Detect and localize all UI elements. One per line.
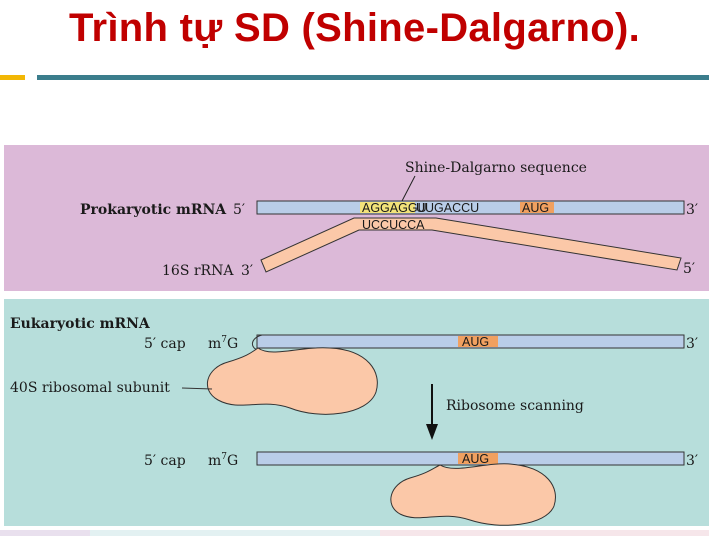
ribosome-40s-top — [207, 347, 378, 415]
eukaryotic-start-codon-bottom: AUG — [462, 452, 489, 466]
sd-sequence: AGGAGGU — [362, 201, 427, 215]
eukaryotic-aug-highlight-bottom — [458, 453, 498, 464]
bottom-strip-right — [380, 530, 709, 536]
eukaryotic-aug-highlight-top — [458, 336, 498, 347]
subunit-label: 40S ribosomal subunit — [10, 380, 170, 396]
rrna-label: 16S rRNA — [162, 263, 234, 279]
eukaryotic-mrna-label: Eukaryotic mRNA — [10, 316, 151, 332]
cap-label-bottom: 5′ cap — [144, 453, 186, 469]
prokaryotic-mrna-outline — [256, 200, 685, 215]
m7g-label-bottom: m7G — [208, 452, 238, 469]
bottom-strip-left — [0, 530, 90, 536]
scanning-arrow-head — [426, 424, 438, 440]
sd-highlight — [360, 202, 415, 213]
prokaryotic-mrna-label: Prokaryotic mRNA — [80, 202, 227, 218]
spacer-sequence: UUGACCU — [416, 201, 479, 215]
prokaryotic-aug-highlight — [520, 202, 554, 213]
slide-title: Trình tự SD (Shine-Dalgarno). — [68, 6, 640, 50]
title-accent-bar — [0, 75, 25, 80]
rrna-three-prime: 3′ — [241, 263, 253, 279]
sd-pointer-line — [401, 175, 416, 202]
prokaryotic-three-prime: 3′ — [686, 202, 698, 218]
cap-label-top: 5′ cap — [144, 336, 186, 352]
ribosome-40s-bottom — [390, 463, 556, 526]
scanning-label: Ribosome scanning — [446, 398, 584, 414]
rrna-complement-sequence: UCCUCCA — [362, 218, 425, 232]
eukaryotic-three-prime-bottom: 3′ — [686, 453, 698, 469]
rrna-16s-strand — [260, 217, 682, 273]
eukaryotic-start-codon-top: AUG — [462, 335, 489, 349]
eukaryotic-three-prime-top: 3′ — [686, 336, 698, 352]
rrna-five-prime: 5′ — [683, 261, 695, 277]
title-underline-bar — [37, 75, 709, 80]
m7g-label-top: m7G — [208, 335, 238, 352]
bottom-strip-middle — [90, 530, 380, 536]
prokaryotic-five-prime: 5′ — [233, 202, 245, 218]
prokaryotic-start-codon: AUG — [522, 201, 549, 215]
sd-label: Shine-Dalgarno sequence — [405, 160, 587, 176]
subunit-pointer-line — [181, 387, 213, 390]
